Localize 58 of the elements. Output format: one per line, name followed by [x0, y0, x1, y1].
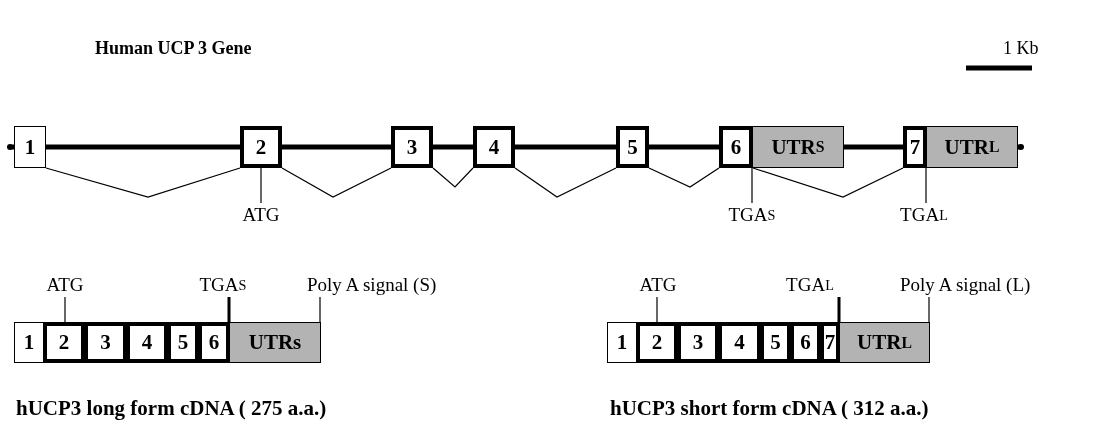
annotation-text: Poly A signal (L): [900, 273, 1050, 297]
leader-line: [64, 296, 66, 323]
genomic-dna-line: [515, 144, 616, 150]
cdna-caption: hUCP3 short form cDNA ( 312 a.a.): [610, 396, 929, 421]
exon-box: 1: [14, 322, 44, 363]
exon-box: 5: [167, 322, 199, 363]
exon-box: 7: [903, 126, 927, 168]
annotation-text: TGAL: [882, 203, 966, 227]
exon-box: 4: [126, 322, 168, 363]
scale-label: 1 Kb: [1003, 38, 1039, 59]
leader-line: [260, 167, 262, 204]
utr-box: UTRs: [229, 322, 321, 363]
exon-box: 5: [616, 126, 649, 168]
exon-box: 3: [391, 126, 433, 168]
exon-box: 6: [719, 126, 753, 168]
exon-box: 3: [677, 322, 719, 363]
exon-box: 2: [43, 322, 85, 363]
exon-box: 6: [198, 322, 230, 363]
genomic-dna-line: [282, 144, 391, 150]
intron-splice-line: [648, 167, 720, 188]
leader-line: [837, 297, 841, 322]
intron-splice-line: [432, 167, 474, 188]
exon-box: 4: [473, 126, 515, 168]
leader-line: [319, 296, 321, 323]
intron-splice-line: [281, 167, 392, 198]
diagram-title: Human UCP 3 Gene: [95, 38, 252, 59]
utr-box: UTRL: [839, 322, 930, 363]
intron-splice-line: [45, 167, 241, 198]
genomic-dna-line: [433, 144, 473, 150]
exon-box: 2: [636, 322, 678, 363]
exon-box: 7: [820, 322, 840, 363]
annotation-text: TGAS: [712, 203, 792, 227]
intron-splice-line: [752, 167, 904, 198]
exon-box: 3: [84, 322, 127, 363]
genomic-dna-line: [46, 144, 240, 150]
exon-box: 2: [240, 126, 282, 168]
utr-box: UTRS: [752, 126, 844, 168]
leader-line: [227, 297, 231, 322]
annotation-text: Poly A signal (S): [307, 273, 447, 297]
annotation-text: ATG: [35, 273, 95, 297]
annotation-text: ATG: [628, 273, 688, 297]
exon-box: 6: [790, 322, 821, 363]
annotation-text: TGAS: [183, 273, 263, 297]
leader-line: [925, 167, 927, 204]
genomic-dna-line: [844, 144, 903, 150]
annotation-text: TGAL: [770, 273, 850, 297]
exon-box: 1: [607, 322, 637, 363]
leader-line: [751, 167, 753, 204]
leader-line: [928, 296, 930, 323]
annotation-text: ATG: [231, 203, 291, 227]
exon-box: 5: [760, 322, 791, 363]
cdna-caption: hUCP3 long form cDNA ( 275 a.a.): [16, 396, 327, 421]
genomic-dna-line: [649, 144, 719, 150]
exon-box: 4: [718, 322, 761, 363]
exon-box: 1: [14, 126, 46, 168]
intron-splice-line: [514, 167, 617, 198]
utr-box: UTRL: [926, 126, 1018, 168]
leader-line: [656, 296, 658, 323]
